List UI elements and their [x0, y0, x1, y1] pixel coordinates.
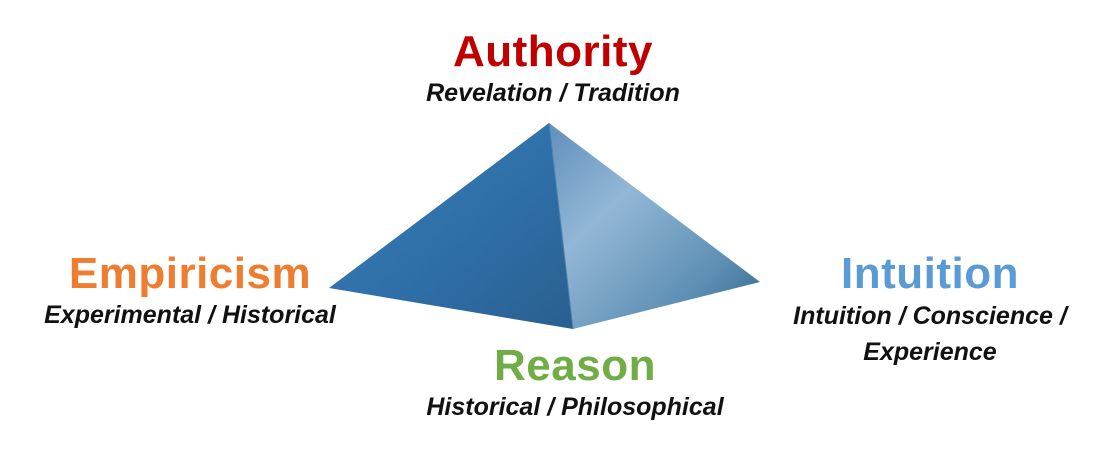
pyramid-face-left	[329, 123, 573, 329]
empiricism-title: Empiricism	[68, 249, 312, 298]
intuition-subtitle-line1: Intuition / Conscience /	[793, 302, 1067, 330]
node-empiricism: Empiricism Experimental / Historical	[10, 250, 370, 332]
pyramid-face-right	[549, 123, 760, 329]
node-reason: Reason Historical / Philosophical	[380, 342, 770, 424]
authority-subtitle: Revelation / Tradition	[426, 79, 680, 107]
empiricism-subtitle: Experimental / Historical	[44, 301, 336, 329]
reason-subtitle: Historical / Philosophical	[426, 393, 724, 421]
intuition-subtitle-line2: Experience	[863, 338, 997, 366]
intuition-title: Intuition	[841, 249, 1019, 298]
pyramid-edge	[548, 122, 574, 330]
authority-title: Authority	[452, 27, 654, 76]
node-authority: Authority Revelation / Tradition	[400, 28, 706, 110]
reason-title: Reason	[494, 341, 656, 390]
node-intuition: Intuition Intuition / Conscience / Exper…	[760, 250, 1100, 370]
